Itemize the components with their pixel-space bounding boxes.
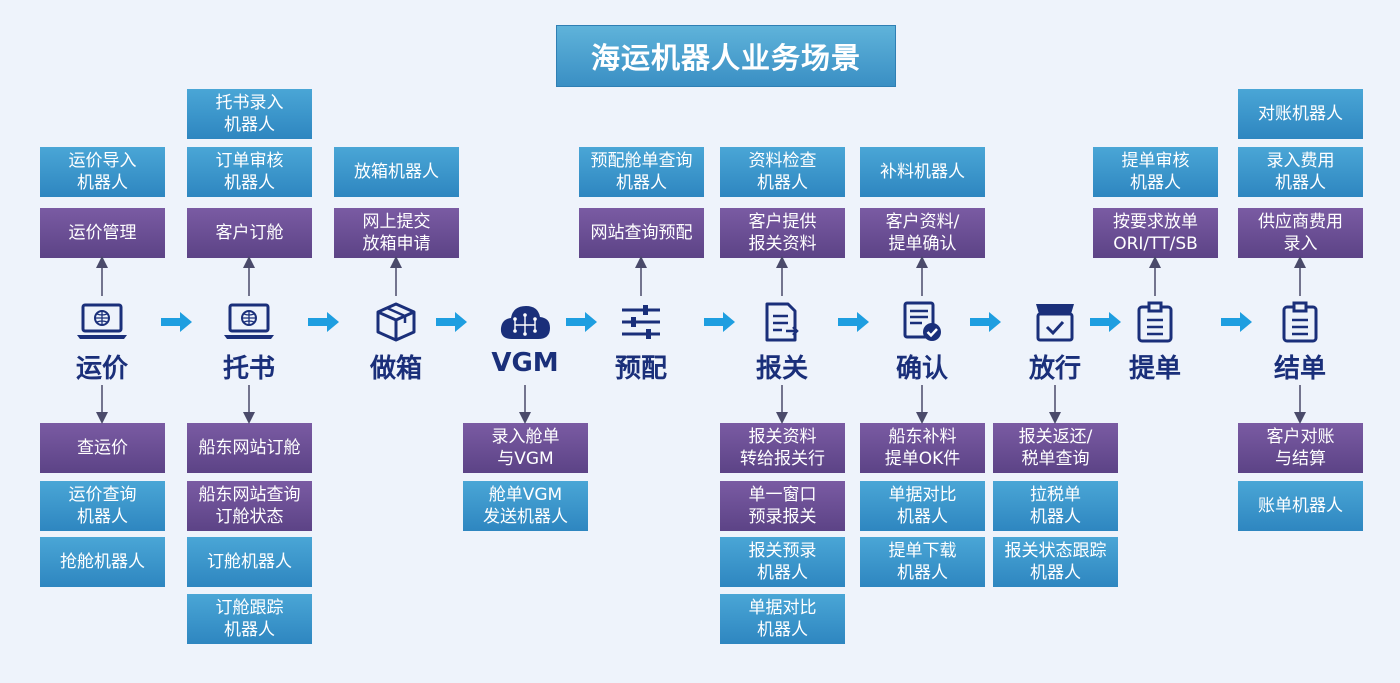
- jiedan-fee-robot[interactable]: 录入费用 机器人: [1238, 147, 1363, 197]
- yunjia-manage[interactable]: 运价管理: [40, 208, 165, 258]
- stage-yunjia[interactable]: 运价: [47, 300, 157, 385]
- box-package-icon: [341, 300, 451, 344]
- clipboard-icon: [1100, 300, 1210, 344]
- zuoxiang-release-robot[interactable]: 放箱机器人: [334, 147, 459, 197]
- queren-manage[interactable]: 客户资料/ 提单确认: [860, 208, 985, 258]
- baoguan-transfer[interactable]: 报关资料 转给报关行: [720, 423, 845, 473]
- queren-compare-robot[interactable]: 单据对比 机器人: [860, 481, 985, 531]
- tidan-manage[interactable]: 按要求放单 ORI/TT/SB: [1093, 208, 1218, 258]
- tuoshu-carrier-status[interactable]: 船东网站查询 订舱状态: [187, 481, 312, 531]
- jiedan-recon-robot[interactable]: 对账机器人: [1238, 89, 1363, 139]
- flow-arrow-2: [308, 312, 339, 332]
- stage-label: 结单: [1273, 354, 1326, 384]
- stage-label: 预配: [614, 354, 667, 384]
- tuoshu-tracking-robot[interactable]: 订舱跟踪 机器人: [187, 594, 312, 644]
- flow-arrow-1: [161, 312, 192, 332]
- baoguan-check-robot[interactable]: 资料检查 机器人: [720, 147, 845, 197]
- stage-yupei[interactable]: 预配: [586, 300, 696, 385]
- stage-tidan[interactable]: 提单: [1100, 300, 1210, 385]
- yunjia-import-robot[interactable]: 运价导入 机器人: [40, 147, 165, 197]
- box-check-icon: [1000, 300, 1110, 344]
- yupei-query-robot[interactable]: 预配舱单查询 机器人: [579, 147, 704, 197]
- laptop-globe-icon: [194, 300, 304, 344]
- baoguan-single-window[interactable]: 单一窗口 预录报关: [720, 481, 845, 531]
- queren-download-robot[interactable]: 提单下载 机器人: [860, 537, 985, 587]
- stage-vgm[interactable]: VGM: [470, 300, 580, 378]
- tidan-audit-robot[interactable]: 提单审核 机器人: [1093, 147, 1218, 197]
- zuoxiang-manage[interactable]: 网上提交 放箱申请: [334, 208, 459, 258]
- queren-carrier-ok[interactable]: 船东补料 提单OK件: [860, 423, 985, 473]
- stage-fangxing[interactable]: 放行: [1000, 300, 1110, 385]
- fangxing-status-robot[interactable]: 报关状态跟踪 机器人: [993, 537, 1118, 587]
- yunjia-query-robot[interactable]: 运价查询 机器人: [40, 481, 165, 531]
- document-arrow-icon: [727, 300, 837, 344]
- page-title: 海运机器人业务场景: [556, 25, 896, 87]
- stage-queren[interactable]: 确认: [867, 300, 977, 385]
- stage-label: 报关: [755, 354, 808, 384]
- stage-jiedan[interactable]: 结单: [1245, 300, 1355, 385]
- jiedan-manage[interactable]: 供应商费用 录入: [1238, 208, 1363, 258]
- tuoshu-booking-robot[interactable]: 订舱机器人: [187, 537, 312, 587]
- jiedan-settlement[interactable]: 客户对账 与结算: [1238, 423, 1363, 473]
- sliders-icon: [586, 300, 696, 344]
- cloud-network-icon: [470, 300, 580, 344]
- vgm-entry[interactable]: 录入舱单 与VGM: [463, 423, 588, 473]
- document-check-icon: [867, 300, 977, 344]
- laptop-globe-icon: [47, 300, 157, 344]
- stage-label: 提单: [1128, 354, 1181, 384]
- yunjia-query[interactable]: 查运价: [40, 423, 165, 473]
- queren-supplement-robot[interactable]: 补料机器人: [860, 147, 985, 197]
- fangxing-tax-robot[interactable]: 拉税单 机器人: [993, 481, 1118, 531]
- stage-label: 托书: [222, 354, 275, 384]
- clipboard-icon: [1245, 300, 1355, 344]
- stage-label: 运价: [75, 354, 128, 384]
- jiedan-bill-robot[interactable]: 账单机器人: [1238, 481, 1363, 531]
- tuoshu-entry-robot[interactable]: 托书录入 机器人: [187, 89, 312, 139]
- baoguan-prerecord-robot[interactable]: 报关预录 机器人: [720, 537, 845, 587]
- baoguan-compare-robot[interactable]: 单据对比 机器人: [720, 594, 845, 644]
- tuoshu-carrier-booking[interactable]: 船东网站订舱: [187, 423, 312, 473]
- stage-label: 放行: [1028, 354, 1081, 384]
- vgm-send-robot[interactable]: 舱单VGM 发送机器人: [463, 481, 588, 531]
- yupei-manage[interactable]: 网站查询预配: [579, 208, 704, 258]
- flow-arrow-6: [838, 312, 869, 332]
- stage-baoguan[interactable]: 报关: [727, 300, 837, 385]
- tuoshu-manage[interactable]: 客户订舱: [187, 208, 312, 258]
- stage-label: VGM: [491, 348, 559, 378]
- baoguan-manage[interactable]: 客户提供 报关资料: [720, 208, 845, 258]
- yunjia-grab-robot[interactable]: 抢舱机器人: [40, 537, 165, 587]
- fangxing-tax-query[interactable]: 报关返还/ 税单查询: [993, 423, 1118, 473]
- stage-zuoxiang[interactable]: 做箱: [341, 300, 451, 385]
- stage-label: 确认: [895, 354, 948, 384]
- tuoshu-audit-robot[interactable]: 订单审核 机器人: [187, 147, 312, 197]
- stage-tuoshu[interactable]: 托书: [194, 300, 304, 385]
- stage-label: 做箱: [369, 354, 422, 384]
